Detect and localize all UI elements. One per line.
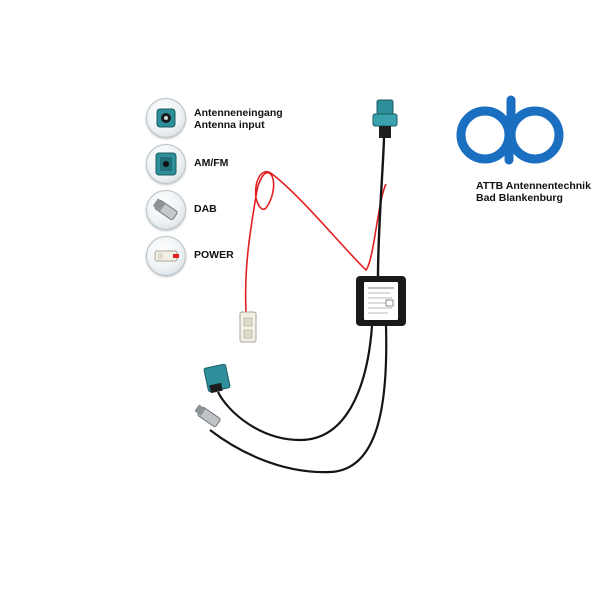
brand-line-2: Bad Blankenburg (476, 192, 563, 204)
power-connector (239, 311, 257, 343)
legend-item-dab: DAB (146, 190, 346, 230)
legend-label-am-fm: AM/FM (194, 157, 229, 169)
legend-label-antenna-input-en: Antenna input (194, 119, 265, 131)
attb-logo-mark (456, 95, 564, 165)
brand-name: ATTB Antennentechnik Bad Blankenburg (476, 180, 591, 204)
amplifier-module (356, 276, 406, 326)
am-fm-connector-icon (146, 144, 186, 184)
legend-item-power: POWER (146, 236, 346, 276)
fakra-input-icon (146, 98, 186, 138)
dab-output-cable (209, 325, 388, 474)
brand-line-1: ATTB Antennentechnik (476, 180, 591, 192)
legend-item-antenna-input: Antenneneingang Antenna input (146, 98, 346, 138)
input-cable (376, 137, 386, 277)
legend-label-dab: DAB (194, 203, 217, 215)
am-fm-connector (203, 363, 231, 394)
legend-label-power: POWER (194, 249, 234, 261)
dab-connector-icon (146, 190, 186, 230)
red-power-cable (244, 171, 387, 313)
am-fm-output-cable (217, 325, 374, 442)
fakra-input-connector (372, 99, 398, 138)
legend-label-antenna-input-de: Antenneneingang (194, 107, 283, 119)
legend-item-am-fm: AM/FM (146, 144, 346, 184)
dab-connector (194, 404, 221, 428)
power-connector-icon (146, 236, 186, 276)
